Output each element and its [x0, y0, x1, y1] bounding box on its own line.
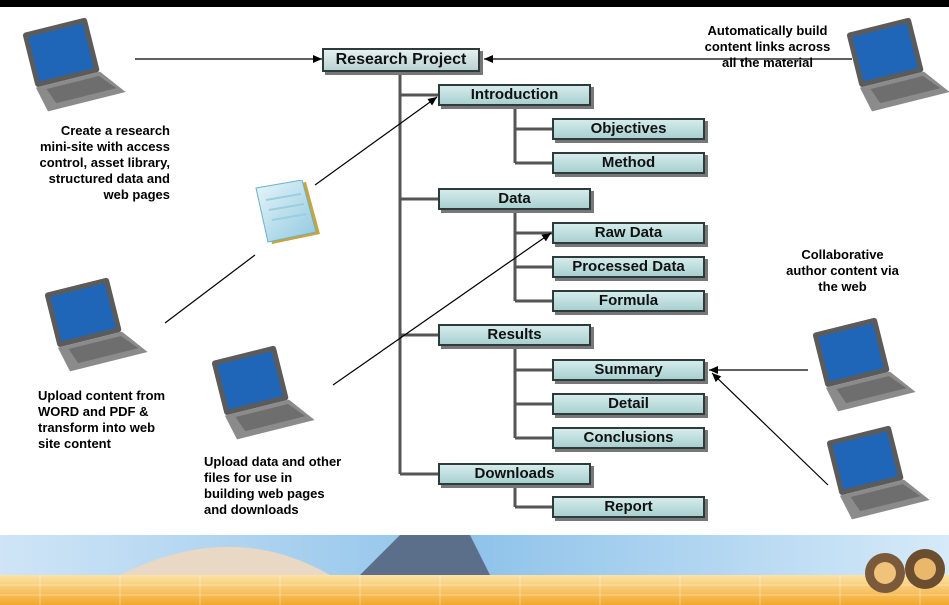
node-objectives: Objectives [552, 118, 705, 140]
binoculars-icon [865, 549, 945, 593]
node-data: Data [438, 188, 591, 210]
node-processed-data: Processed Data [552, 256, 705, 278]
node-results: Results [438, 324, 591, 346]
decorative-banner [0, 535, 949, 605]
note-collaborative: Collaborative author content via the web [786, 247, 899, 294]
laptop-icon [826, 425, 930, 520]
note-create-site: Create a research mini-site with access … [39, 123, 170, 202]
node-raw-data: Raw Data [552, 222, 705, 244]
laptop-icon [211, 345, 315, 440]
node-detail: Detail [552, 393, 705, 415]
node-method: Method [552, 152, 705, 174]
document-icon [255, 180, 320, 244]
node-conclusions: Conclusions [552, 427, 705, 449]
note-upload-data: Upload data and other files for use in b… [204, 454, 342, 517]
node-formula: Formula [552, 290, 705, 312]
laptop-icon [846, 17, 949, 112]
note-upload-word: Upload content from WORD and PDF & trans… [38, 388, 166, 451]
top-bar [0, 0, 949, 7]
node-downloads: Downloads [438, 463, 591, 485]
node-report: Report [552, 496, 705, 518]
laptop-icon [812, 317, 916, 412]
banner-art [0, 535, 949, 605]
node-summary: Summary [552, 359, 705, 381]
note-auto-links: Automatically build content links across… [704, 23, 831, 70]
laptop-icon [44, 277, 148, 372]
node-research-project: Research Project [322, 48, 480, 72]
laptop-icon [22, 17, 126, 112]
node-introduction: Introduction [438, 84, 591, 106]
